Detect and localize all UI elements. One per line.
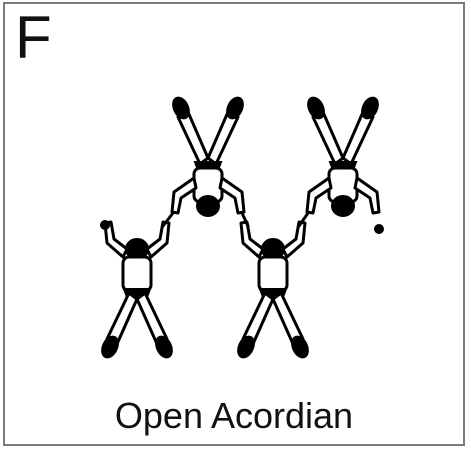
- formation-illustration: [97, 93, 384, 362]
- formation-card: F: [3, 2, 465, 446]
- formation-caption: Open Acordian: [114, 395, 354, 436]
- formation-letter: F: [15, 4, 52, 71]
- grip-link-3: [297, 211, 310, 228]
- skydiver-4: [233, 220, 313, 362]
- grip-hand-left: [100, 220, 110, 230]
- grip-link-1: [161, 211, 175, 228]
- skydiver-2: [303, 93, 383, 218]
- skydiver-3: [97, 220, 177, 362]
- grip-link-2: [240, 211, 250, 228]
- grip-hand-right: [374, 224, 384, 234]
- skydiver-1: [168, 93, 248, 218]
